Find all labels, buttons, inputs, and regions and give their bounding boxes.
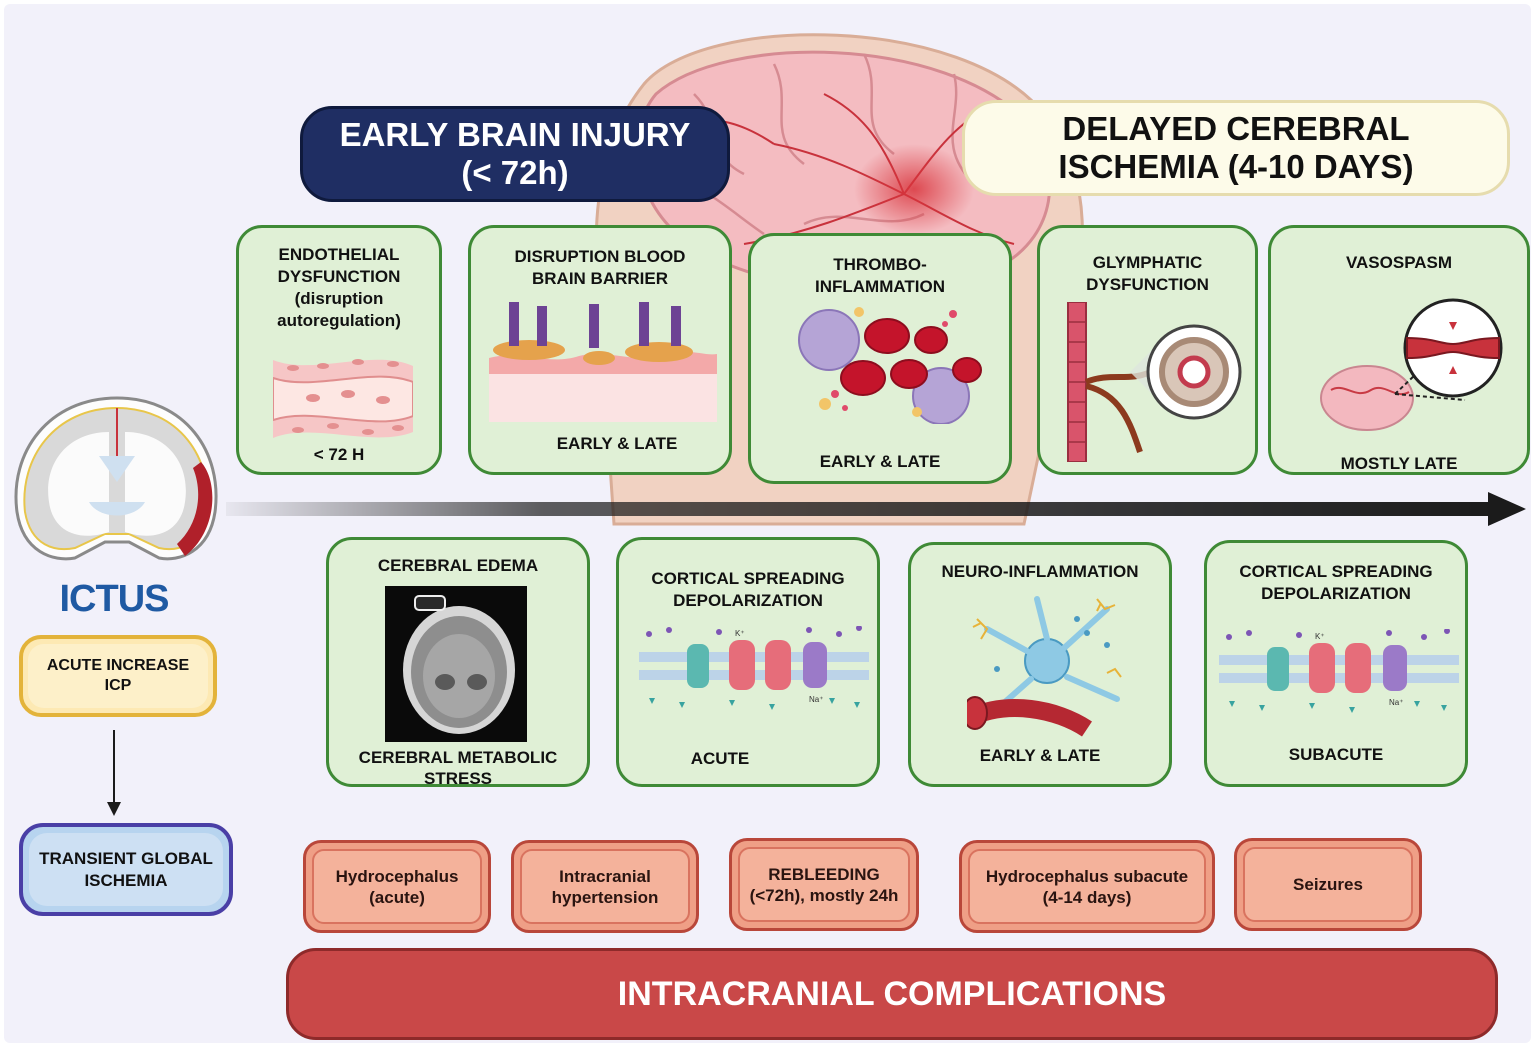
card-timing: EARLY & LATE bbox=[556, 434, 678, 453]
card-title: THROMBO-INFLAMMATION bbox=[815, 255, 945, 296]
delayed-cerebral-ischemia-window: ISCHEMIA (4-10 DAYS) bbox=[1058, 148, 1414, 185]
potassium-label: K⁺ bbox=[735, 629, 745, 638]
card-timing: < 72 H bbox=[313, 445, 365, 464]
timeline-arrow bbox=[226, 492, 1526, 526]
complication-seizures: Seizures bbox=[1234, 838, 1422, 931]
potassium-label: K⁺ bbox=[1315, 632, 1325, 641]
complication-hydrocephalus-subacute: Hydrocephalus subacute(4-14 days) bbox=[959, 840, 1215, 933]
card-timing: SUBACUTE bbox=[1288, 745, 1384, 764]
card-timing: EARLY & LATE bbox=[819, 452, 941, 471]
ct-scan-brain-image bbox=[385, 586, 527, 742]
diagram-canvas: EARLY BRAIN INJURY (< 72h) DELAYED CEREB… bbox=[4, 4, 1531, 1043]
intracranial-complications-bar: INTRACRANIAL COMPLICATIONS bbox=[286, 948, 1498, 1040]
early-brain-injury-banner: EARLY BRAIN INJURY (< 72h) bbox=[300, 106, 730, 202]
card-title: CEREBRAL EDEMA bbox=[377, 556, 539, 575]
card-neuro-inflammation: NEURO-INFLAMMATION EARLY & LATE bbox=[908, 542, 1172, 787]
glymphatic-vessel-icon bbox=[1067, 302, 1242, 462]
sodium-label: Na⁺ bbox=[1389, 698, 1403, 707]
ion-channel-membrane-icon: K⁺ Na⁺ bbox=[639, 626, 869, 710]
card-timing: ACUTE bbox=[690, 749, 750, 768]
blood-cells-icon bbox=[798, 307, 982, 424]
card-timing: EARLY & LATE bbox=[979, 746, 1101, 765]
ion-channel-membrane-icon: K⁺ Na⁺ bbox=[1219, 629, 1459, 713]
vasospasm-brain-vessel-icon bbox=[1320, 298, 1503, 431]
delayed-cerebral-ischemia-banner: DELAYED CEREBRAL ISCHEMIA (4-10 DAYS) bbox=[962, 100, 1510, 196]
delayed-cerebral-ischemia-title: DELAYED CEREBRAL bbox=[1062, 110, 1410, 147]
card-thrombo-inflammation: THROMBO-INFLAMMATION EARLY & LATE bbox=[748, 233, 1012, 484]
blood-brain-barrier-icon bbox=[489, 302, 717, 422]
card-vasospasm: VASOSPASM MOSTLY LATE bbox=[1268, 225, 1530, 475]
neuron-inflammation-icon bbox=[967, 596, 1122, 737]
early-brain-injury-window: (< 72h) bbox=[461, 154, 569, 191]
coronal-brain-hemorrhage-icon bbox=[14, 396, 218, 561]
down-arrow-icon bbox=[107, 730, 121, 816]
ictus-label: ICTUS bbox=[59, 578, 170, 620]
card-title: NEURO-INFLAMMATION bbox=[941, 562, 1139, 581]
complication-rebleeding: REBLEEDING(<72h), mostly 24h bbox=[729, 838, 919, 931]
card-timing: MOSTLY LATE bbox=[1340, 454, 1458, 473]
early-brain-injury-title: EARLY BRAIN INJURY bbox=[339, 116, 691, 153]
blood-vessel-wall-icon bbox=[273, 359, 413, 438]
complication-hydrocephalus-acute: Hydrocephalus(acute) bbox=[303, 840, 491, 933]
sodium-label: Na⁺ bbox=[809, 695, 823, 704]
card-title: VASOSPASM bbox=[1345, 253, 1453, 272]
